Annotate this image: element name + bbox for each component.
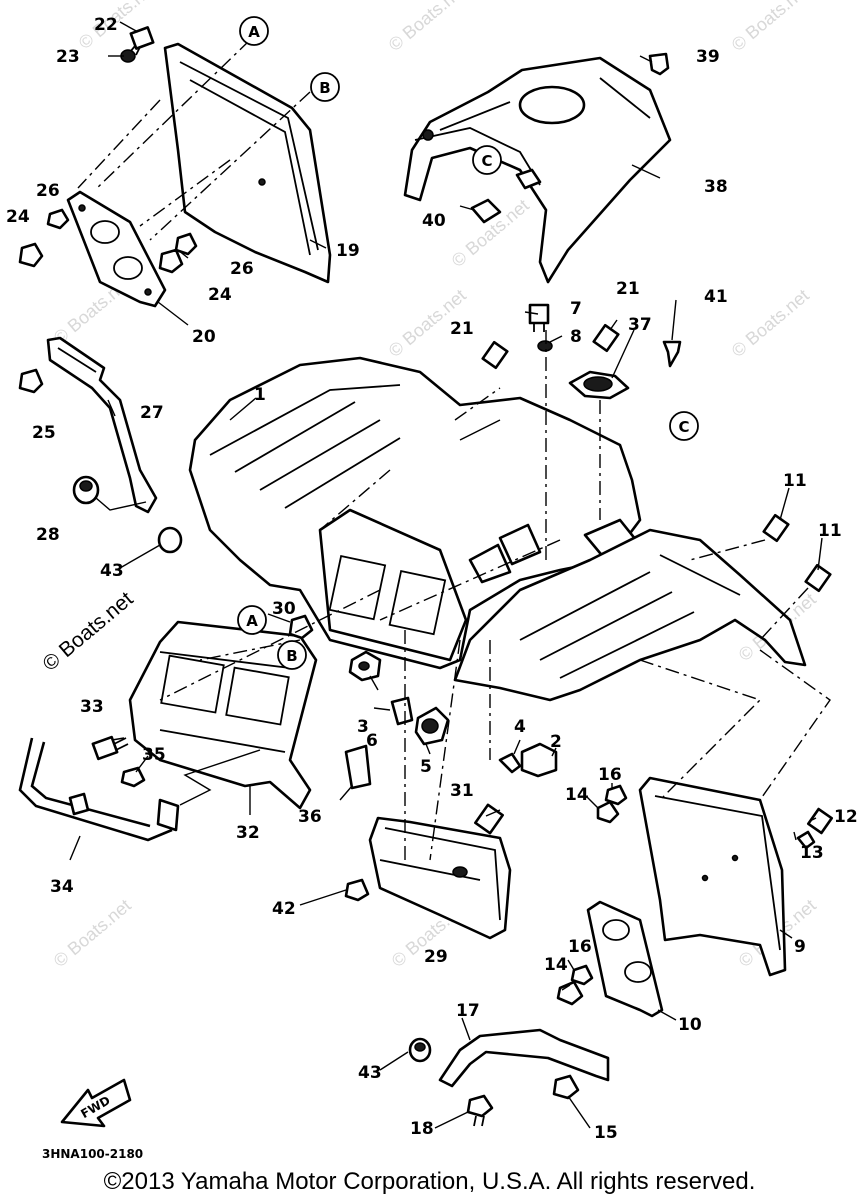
leader-lines <box>69 21 823 1129</box>
callout-43: 43 <box>100 561 124 581</box>
part-17-bracket <box>408 1028 610 1127</box>
ref-letter-b: B <box>319 79 330 97</box>
part-19-panel <box>163 42 332 284</box>
ref-letter-b: B <box>286 647 297 665</box>
part-10-plate <box>586 900 664 1018</box>
callout-41: 41 <box>704 287 728 307</box>
callout-16: 16 <box>568 937 592 957</box>
hardware-right-middle <box>498 742 628 1006</box>
callout-16: 16 <box>598 765 622 785</box>
callout-34: 34 <box>50 877 74 897</box>
watermark-bold: © Boats.net <box>38 587 137 675</box>
part-1-right-fender <box>453 523 807 702</box>
diagram-code: 3HNA100-2180 <box>42 1147 143 1160</box>
callout-35: 35 <box>142 745 166 765</box>
callout-6: 6 <box>366 731 378 751</box>
callout-11: 11 <box>783 471 807 491</box>
callout-18: 18 <box>410 1119 434 1139</box>
callout-28: 28 <box>36 525 60 545</box>
callout-2: 2 <box>550 732 562 752</box>
callout-15: 15 <box>594 1123 618 1143</box>
assembly-lines <box>77 39 831 861</box>
callout-39: 39 <box>696 47 720 67</box>
callout-4: 4 <box>514 717 526 737</box>
callout-5: 5 <box>420 757 432 777</box>
callout-1: 1 <box>254 385 266 405</box>
callout-25: 25 <box>32 423 56 443</box>
callout-42: 42 <box>272 899 296 919</box>
callout-21: 21 <box>616 279 640 299</box>
callout-11: 11 <box>818 521 842 541</box>
part-1-fender <box>188 356 642 670</box>
callout-7: 7 <box>570 299 582 319</box>
hardware-top-right <box>470 52 682 400</box>
part-27-bracket <box>46 336 158 514</box>
watermark: © Boats.net <box>50 895 135 971</box>
callout-36: 36 <box>298 807 322 827</box>
ref-letter-a: A <box>248 23 260 41</box>
callout-17: 17 <box>456 1001 480 1021</box>
parts-diagram: © Boats.net © Boats.net © Boats.net © Bo… <box>6 0 858 1160</box>
part-34-bumper <box>18 737 180 842</box>
callout-37: 37 <box>628 315 652 335</box>
callout-26: 26 <box>36 181 60 201</box>
callout-numbers: 1 2 3 4 5 6 7 8 9 10 11 11 12 13 14 14 1… <box>6 15 858 1143</box>
callout-43: 43 <box>358 1063 382 1083</box>
callout-29: 29 <box>424 947 448 967</box>
fwd-arrow: FWD <box>60 1078 132 1128</box>
part-32-frame <box>128 620 318 810</box>
callout-9: 9 <box>794 937 806 957</box>
ref-letter-c: C <box>678 418 689 436</box>
watermark: © Boats.net <box>385 0 470 55</box>
callout-40: 40 <box>422 211 446 231</box>
callout-24: 24 <box>208 285 232 305</box>
ref-letter-c: C <box>481 152 492 170</box>
callout-32: 32 <box>236 823 260 843</box>
callout-23: 23 <box>56 47 80 67</box>
part-29-housing <box>344 803 512 940</box>
hardware-top-left <box>18 26 198 394</box>
callout-22: 22 <box>94 15 118 35</box>
ref-letter-a: A <box>246 612 258 630</box>
callout-27: 27 <box>140 403 164 423</box>
callout-3: 3 <box>357 717 369 737</box>
watermark: © Boats.net <box>728 285 813 361</box>
callout-24: 24 <box>6 207 30 227</box>
callout-30: 30 <box>272 599 296 619</box>
part-38-cover <box>403 56 672 284</box>
hardware-right <box>762 513 834 850</box>
hardware-left-middle <box>72 475 183 554</box>
callout-31: 31 <box>450 781 474 801</box>
callout-21: 21 <box>450 319 474 339</box>
callout-33: 33 <box>80 697 104 717</box>
callout-20: 20 <box>192 327 216 347</box>
hardware-middle <box>91 614 450 790</box>
callout-26: 26 <box>230 259 254 279</box>
callout-10: 10 <box>678 1015 702 1035</box>
callout-13: 13 <box>800 843 824 863</box>
reference-letters: A B C C A B <box>237 16 699 670</box>
copyright-notice: ©2013 Yamaha Motor Corporation, U.S.A. A… <box>103 1168 756 1195</box>
watermark: © Boats.net <box>728 0 813 55</box>
callout-8: 8 <box>570 327 582 347</box>
callout-19: 19 <box>336 241 360 261</box>
part-20-plate <box>66 190 167 308</box>
callout-38: 38 <box>704 177 728 197</box>
callout-14: 14 <box>565 785 589 805</box>
callout-14: 14 <box>544 955 568 975</box>
callout-12: 12 <box>834 807 858 827</box>
part-9-flap <box>638 776 787 977</box>
